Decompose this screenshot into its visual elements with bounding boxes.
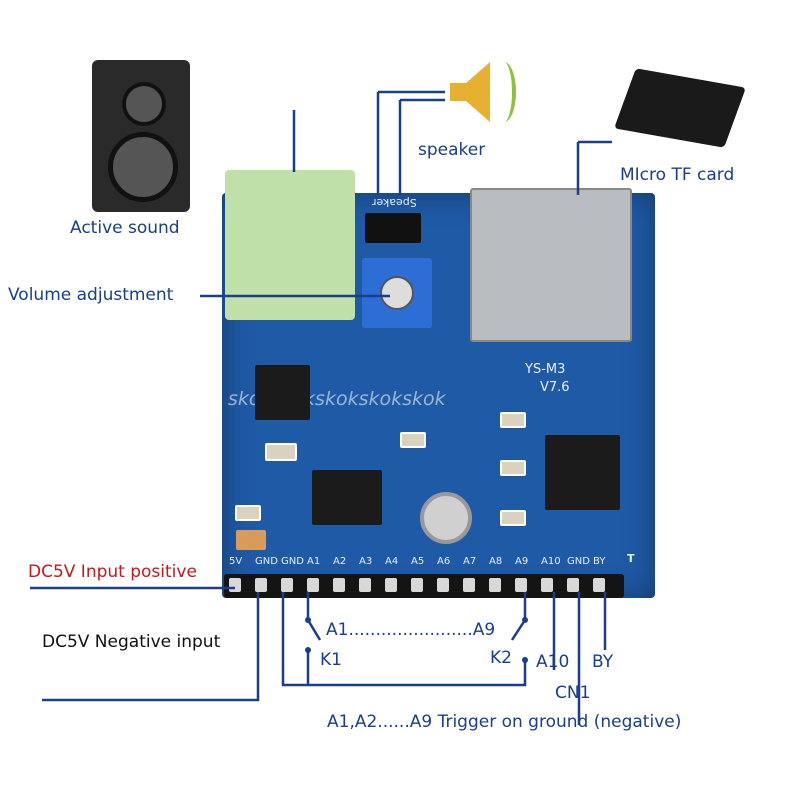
header-pin — [515, 578, 527, 592]
header-pin — [489, 578, 501, 592]
pin-label: A1 — [307, 556, 321, 567]
header-pin — [593, 578, 605, 592]
dc5v-positive-label: DC5V Input positive — [28, 562, 197, 582]
pin-label: A4 — [385, 556, 399, 567]
board-version: V7.6 — [540, 380, 570, 395]
header-pin — [385, 578, 397, 592]
switch-k2 — [510, 592, 527, 641]
chip-amp — [255, 365, 310, 420]
pin-label: A2 — [333, 556, 347, 567]
t-label: T — [627, 552, 635, 565]
header-pin — [359, 578, 371, 592]
volume-potentiometer — [362, 258, 432, 328]
pin-label: GND — [567, 556, 590, 567]
line-gnd-loop — [281, 592, 527, 687]
header-pin — [541, 578, 553, 592]
board-model: YS-M3 — [525, 362, 566, 377]
pin-label: A6 — [437, 556, 451, 567]
a10-label: A10 — [536, 652, 570, 672]
header-pin — [567, 578, 579, 592]
line-speaker — [376, 90, 445, 195]
active-sound-label: Active sound — [70, 218, 180, 238]
header-pin — [463, 578, 475, 592]
header-pin — [333, 578, 345, 592]
k1-label: K1 — [320, 650, 342, 670]
line-tf-card — [576, 140, 612, 195]
volume-label: Volume adjustment — [8, 285, 174, 305]
speaker-connector — [365, 213, 421, 243]
mounting-hole — [420, 492, 472, 544]
by-label: BY — [592, 652, 614, 672]
trigger-note: A1,A2......A9 Trigger on ground (negativ… — [327, 712, 682, 732]
pin-label: GND — [255, 556, 278, 567]
chip-main — [545, 435, 620, 510]
pin-label: BY — [593, 556, 606, 567]
cn1-label: CN1 — [555, 683, 591, 703]
pin-label: A7 — [463, 556, 477, 567]
pin-label: A3 — [359, 556, 373, 567]
header-pin — [255, 578, 267, 592]
tf-card-slot — [470, 188, 632, 342]
line-negative — [42, 592, 260, 702]
k2-label: K2 — [490, 648, 512, 668]
tf-card-label: MIcro TF card — [620, 165, 735, 185]
a1-a9-label: A1.......................A9 — [326, 620, 496, 640]
chip-driver — [312, 470, 382, 525]
switch-k1 — [306, 592, 322, 641]
header-pin — [307, 578, 319, 592]
speaker-box-image — [92, 60, 190, 212]
sound-wave-icon — [492, 62, 516, 122]
header-pin — [281, 578, 293, 592]
dc5v-negative-label: DC5V Negative input — [42, 632, 221, 652]
speaker-label: speaker — [418, 140, 486, 160]
header-pin — [437, 578, 449, 592]
pin-label: A10 — [541, 556, 561, 567]
header-pin — [411, 578, 423, 592]
pin-label: A8 — [489, 556, 503, 567]
pin-label: 5V — [229, 556, 243, 567]
pin-label: GND — [281, 556, 304, 567]
pin-label: A9 — [515, 556, 529, 567]
capacitor — [236, 530, 266, 550]
pin-label: A5 — [411, 556, 425, 567]
